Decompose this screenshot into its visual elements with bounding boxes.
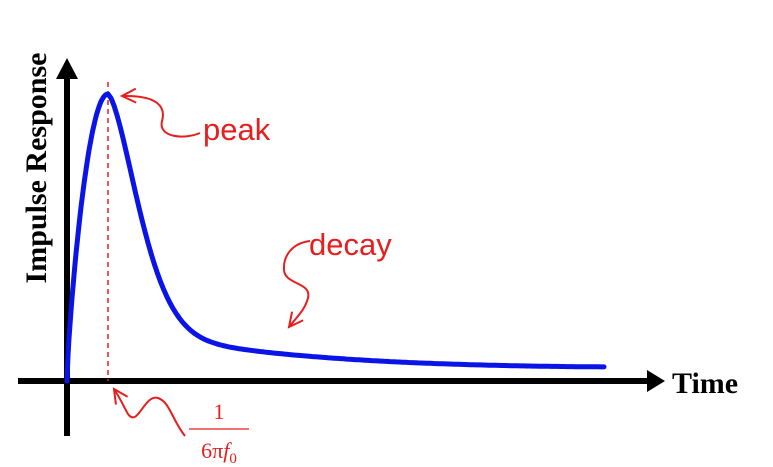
peak-time-fraction: 1 6πf0	[189, 399, 249, 467]
denominator-coefficient: 6π	[201, 438, 223, 463]
x-axis-arrowhead	[647, 370, 665, 392]
peak-pointer-arrow	[122, 96, 201, 138]
fraction-numerator: 1	[214, 399, 225, 424]
x-axis-title: Time	[672, 367, 738, 400]
impulse-response-curve	[64, 91, 607, 384]
decay-label: decay	[309, 227, 392, 262]
decay-pointer-arrow	[282, 240, 311, 327]
peak-label: peak	[203, 112, 271, 147]
denominator-subscript: 0	[229, 451, 237, 467]
denominator-variable: f	[223, 438, 232, 463]
y-axis-title: Impulse Response	[20, 53, 53, 284]
y-axis-arrowhead	[56, 58, 78, 79]
fraction-denominator: 6πf0	[201, 438, 237, 467]
peak-time-pointer-arrow	[114, 389, 186, 437]
